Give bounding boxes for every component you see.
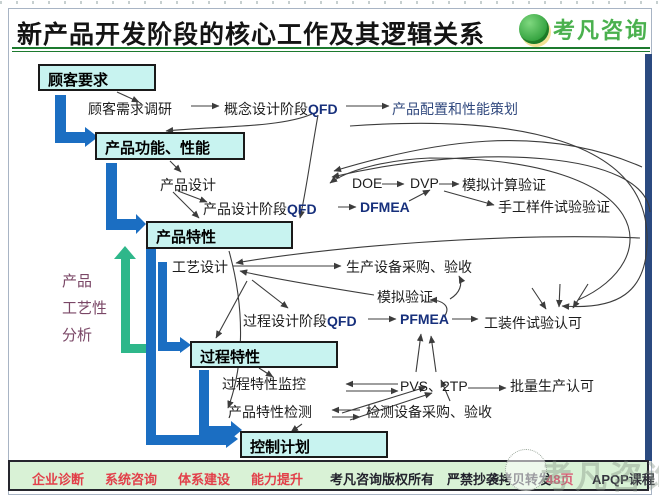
note-product-feasibility-analysis: 产品 工艺性 分析 [62, 273, 108, 344]
node-pfmea: PFMEA [400, 311, 449, 327]
box-product-function: 产品功能、性能 [95, 132, 245, 160]
node-product-design: 产品设计 [160, 177, 216, 193]
node-design-qfd: 产品设计阶段QFD [203, 201, 317, 217]
node-characteristic-inspection: 产品特性检测 [228, 404, 312, 420]
node-simulation-calc-verify: 模拟计算验证 [462, 177, 546, 193]
node-process-monitoring: 过程特性监控 [222, 376, 306, 392]
node-process-qfd: 过程设计阶段QFD [243, 313, 357, 329]
footer-service-3: 体系建设 [178, 472, 231, 487]
box-control-plan: 控制计划 [240, 431, 388, 458]
watermark-stamp-icon [505, 449, 547, 491]
node-simulation-verify: 模拟验证 [377, 289, 433, 305]
node-tooling-test-confirm: 工装件试验认可 [484, 315, 582, 331]
box-product-characteristics: 产品特性 [146, 221, 293, 249]
scan-artifact-dots [0, 1, 659, 4]
box-customer-requirements: 顾客要求 [38, 64, 156, 91]
footer-service-2: 系统咨询 [105, 472, 158, 487]
node-concept-qfd: 概念设计阶段QFD [224, 101, 338, 117]
footer-copyright: 考凡咨询版权所有 严禁抄袭拷贝转发 [330, 472, 552, 487]
slide-right-edge [645, 54, 652, 461]
page-title: 新产品开发阶段的核心工作及其逻辑关系 [17, 21, 486, 49]
node-customer-survey: 顾客需求调研 [88, 101, 172, 117]
node-hand-sample-test: 手工样件试验验证 [498, 199, 610, 215]
title-underline [12, 47, 650, 49]
node-pvs-2tp: PVS、2TP [400, 378, 468, 394]
node-doe: DOE [352, 175, 383, 191]
footer-service-1: 企业诊断 [32, 472, 85, 487]
footer-course-name: APQP课程 [592, 472, 655, 487]
box-process-characteristics: 过程特性 [190, 341, 338, 368]
logo-leaf-icon [519, 14, 549, 44]
title-underline-2 [12, 51, 650, 52]
watermark-text: 考凡咨询 [540, 459, 659, 495]
node-process-design: 工艺设计 [172, 259, 228, 275]
company-logo: 考凡咨询 [519, 13, 649, 45]
footer-page-number: 48页 [546, 472, 574, 487]
node-equipment-purchase: 生产设备采购、验收 [346, 259, 472, 275]
node-dfmea: DFMEA [360, 199, 410, 215]
node-inspection-equipment: 检测设备采购、验收 [366, 404, 492, 420]
node-config-performance-plan: 产品配置和性能策划 [392, 101, 518, 117]
footer-service-4: 能力提升 [251, 472, 304, 487]
logo-text: 考凡咨询 [553, 18, 650, 43]
node-dvp: DVP [410, 175, 439, 191]
node-batch-production-confirm: 批量生产认可 [510, 378, 594, 394]
